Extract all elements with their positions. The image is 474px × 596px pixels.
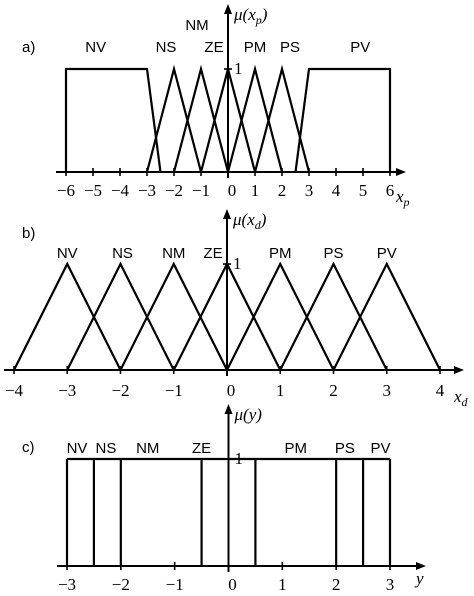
x-tick-label: −2 bbox=[111, 381, 129, 400]
x-tick-label: 2 bbox=[329, 381, 338, 400]
series-label-nm: NM bbox=[162, 245, 185, 262]
series-label-pm: PM bbox=[285, 440, 308, 457]
y-axis-arrow bbox=[223, 209, 231, 219]
x-tick-label: −3 bbox=[58, 381, 76, 400]
series-nm bbox=[119, 261, 228, 371]
x-tick-label: −4 bbox=[5, 381, 24, 400]
y-axis-arrow bbox=[224, 4, 232, 14]
x-tick-label: 2 bbox=[278, 181, 287, 200]
x-tick-label: 1 bbox=[251, 181, 260, 200]
x-tick-label: 4 bbox=[436, 381, 445, 400]
series-ns bbox=[66, 261, 175, 371]
x-tick-label: 3 bbox=[386, 575, 395, 594]
series-label-nm: NM bbox=[185, 17, 208, 34]
series-label-ze: ZE bbox=[204, 39, 223, 56]
series-label-nm: NM bbox=[136, 440, 159, 457]
y-tick-label: 1 bbox=[234, 59, 243, 78]
x-tick-label: 0 bbox=[227, 381, 236, 400]
panel-label: a) bbox=[22, 39, 35, 56]
series-label-ze: ZE bbox=[192, 440, 211, 457]
x-axis-arrow bbox=[396, 168, 406, 176]
series-label-pm: PM bbox=[244, 39, 267, 56]
series-label-pv: PV bbox=[371, 440, 391, 457]
x-axis-label-sub: d bbox=[462, 395, 469, 409]
series-nv bbox=[64, 67, 162, 173]
x-tick-label: 5 bbox=[359, 181, 368, 200]
x-axis-label: xp bbox=[395, 187, 410, 209]
series-ze bbox=[172, 261, 282, 371]
x-tick-label: 3 bbox=[305, 181, 314, 200]
series-ns bbox=[145, 64, 203, 173]
series-ze bbox=[199, 64, 257, 173]
y-axis-label: μ(y) bbox=[234, 405, 263, 424]
y-axis-label-close: ) bbox=[261, 5, 268, 24]
series-label-pv: PV bbox=[350, 39, 370, 56]
series-label-pv: PV bbox=[377, 245, 397, 262]
series-label-ze: ZE bbox=[203, 245, 222, 262]
x-tick-label: −3 bbox=[58, 575, 76, 594]
x-tick-label: −2 bbox=[112, 575, 130, 594]
x-axis-label: xd bbox=[453, 387, 469, 409]
y-tick-label: 1 bbox=[233, 254, 242, 273]
x-tick-label: 6 bbox=[386, 181, 395, 200]
y-axis-label-sub: p bbox=[255, 13, 262, 27]
series-nv bbox=[13, 261, 122, 371]
series-label-pm: PM bbox=[269, 245, 292, 262]
series-label-ps: PS bbox=[280, 39, 300, 56]
panel-label: b) bbox=[22, 225, 35, 242]
x-axis-arrow bbox=[416, 562, 426, 570]
series-label-ns: NS bbox=[95, 440, 116, 457]
x-tick-label: −1 bbox=[192, 181, 210, 200]
x-tick-label: 4 bbox=[332, 181, 341, 200]
series-nm bbox=[172, 64, 230, 173]
series-label-ps: PS bbox=[335, 440, 355, 457]
x-axis-arrow bbox=[454, 366, 464, 374]
x-tick-label: 0 bbox=[228, 181, 237, 200]
series-ps bbox=[253, 64, 311, 173]
x-tick-label: 1 bbox=[276, 381, 285, 400]
x-tick-label: −3 bbox=[138, 181, 156, 200]
series-pv bbox=[332, 261, 441, 371]
y-axis-label-sub: d bbox=[255, 218, 262, 232]
y-axis-label-close: ) bbox=[260, 210, 267, 229]
x-tick-label: 1 bbox=[278, 575, 287, 594]
series-pm bbox=[226, 261, 335, 371]
chart-panel-b: b) μ(xd) 1 −4 −3 −2 −1 0 1 2 3 4 xd NV NS NM ZE PM PS PV bbox=[4, 209, 469, 409]
series-label-ns: NS bbox=[156, 39, 177, 56]
panel-label: c) bbox=[22, 439, 35, 456]
series-ps bbox=[279, 261, 388, 371]
x-tick-label: −2 bbox=[165, 181, 183, 200]
x-tick-label: −1 bbox=[166, 575, 184, 594]
x-tick-label: −4 bbox=[111, 181, 130, 200]
series-label-nv: NV bbox=[57, 245, 78, 262]
x-tick-label: 0 bbox=[228, 575, 237, 594]
series-label-ps: PS bbox=[323, 245, 343, 262]
x-tick-label: 2 bbox=[332, 575, 341, 594]
x-axis-label: y bbox=[414, 569, 424, 588]
series-label-nv: NV bbox=[85, 39, 106, 56]
series-pv bbox=[294, 67, 392, 173]
x-tick-label: −6 bbox=[57, 181, 75, 200]
y-axis-label: μ(xd) bbox=[232, 210, 267, 232]
x-tick-label: 3 bbox=[383, 381, 392, 400]
x-tick-label: −5 bbox=[84, 181, 102, 200]
series-label-ns: NS bbox=[112, 245, 133, 262]
series-pm bbox=[226, 64, 284, 173]
x-tick-label: −1 bbox=[165, 381, 183, 400]
y-axis-arrow bbox=[224, 404, 233, 414]
series-label-nv: NV bbox=[67, 440, 88, 457]
x-axis-label-sub: p bbox=[403, 195, 410, 209]
y-axis-label: μ(xp) bbox=[233, 5, 268, 27]
